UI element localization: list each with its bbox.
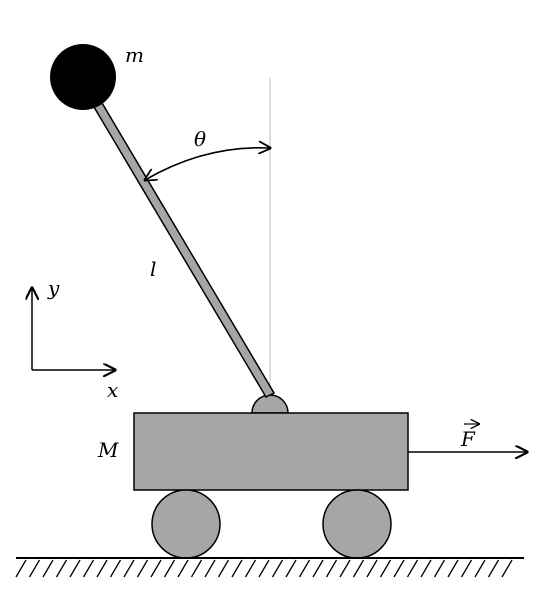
ground-hatch-line bbox=[123, 559, 135, 578]
label-rod-length: l bbox=[150, 257, 156, 281]
ground-hatch-line bbox=[474, 559, 486, 578]
ground-hatch-line bbox=[271, 559, 284, 578]
ground-hatch-line bbox=[82, 559, 95, 578]
ground-hatch-line bbox=[298, 559, 311, 578]
label-cart-mass: M bbox=[97, 438, 119, 462]
label-force: F bbox=[460, 427, 476, 451]
ground-hatch-line bbox=[258, 559, 270, 578]
ground-hatch-line bbox=[231, 559, 243, 578]
ground-hatch-line bbox=[69, 559, 81, 578]
ground-hatch-line bbox=[487, 559, 500, 578]
coordinate-axes bbox=[32, 288, 115, 370]
ground-hatch-line bbox=[325, 559, 338, 578]
pivot-joint bbox=[251, 394, 289, 414]
ground-hatch-line bbox=[352, 559, 365, 578]
ground-hatch-line bbox=[217, 559, 230, 578]
ground-hatch-line bbox=[136, 559, 149, 578]
ground-hatch-line bbox=[190, 559, 203, 578]
angle-arc bbox=[145, 148, 270, 180]
ground-hatch-line bbox=[393, 559, 405, 578]
ground-hatch-line bbox=[447, 559, 459, 578]
label-pendulum-mass: m bbox=[125, 43, 144, 67]
ground-hatch-line bbox=[285, 559, 297, 578]
ground-hatch-line bbox=[42, 559, 54, 578]
ground-hatch-line bbox=[339, 559, 351, 578]
label-axis-x: x bbox=[107, 378, 118, 402]
pendulum-bob bbox=[50, 44, 116, 110]
ground-hatch-line bbox=[433, 559, 446, 578]
ground-hatch-line bbox=[150, 559, 162, 578]
ground-hatch-line bbox=[55, 559, 68, 578]
ground-hatch-line bbox=[163, 559, 176, 578]
ground-hatch-line bbox=[460, 559, 473, 578]
ground-hatch-line bbox=[28, 559, 41, 578]
ground-hatch-line bbox=[420, 559, 432, 578]
ground-hatch-line bbox=[177, 559, 189, 578]
label-axis-y: y bbox=[47, 276, 60, 300]
ground bbox=[15, 557, 524, 578]
ground-hatch-line bbox=[15, 559, 27, 578]
ground-hatch-line bbox=[96, 559, 108, 578]
ground-hatch-line bbox=[501, 559, 513, 578]
ground-hatch-line bbox=[244, 559, 257, 578]
cart-wheel-left bbox=[151, 489, 221, 559]
ground-hatch-line bbox=[204, 559, 216, 578]
ground-hatch-line bbox=[366, 559, 378, 578]
cart-body bbox=[133, 412, 409, 491]
pendulum-rod bbox=[92, 102, 276, 398]
label-angle: θ bbox=[194, 127, 206, 151]
ground-hatch-line bbox=[312, 559, 324, 578]
ground-hatch-line bbox=[406, 559, 419, 578]
cart-wheel-right bbox=[322, 489, 392, 559]
ground-hatch-line bbox=[379, 559, 392, 578]
ground-hatch-line bbox=[109, 559, 122, 578]
